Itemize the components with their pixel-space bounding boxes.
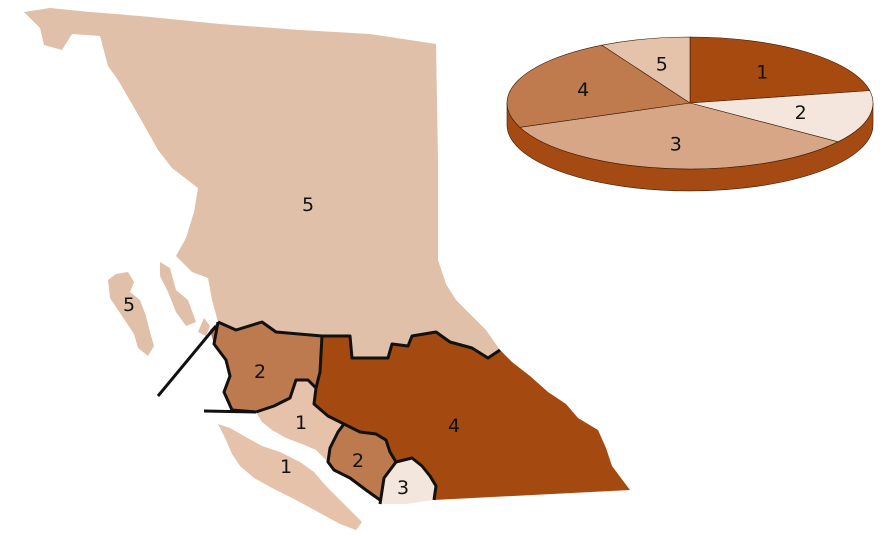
label-zone-5-islands: 5	[123, 294, 135, 316]
zone-1-coast	[256, 380, 344, 462]
pie-slice-2	[689, 90, 874, 143]
label-zone-2-south: 2	[352, 450, 364, 472]
label-zone-3: 3	[397, 477, 409, 499]
pie-slice-1	[689, 36, 871, 104]
zone-4	[314, 332, 630, 500]
border-zone3-zone2	[378, 461, 398, 505]
pie-label-2: 2	[795, 102, 807, 124]
label-zone-4: 4	[448, 415, 460, 437]
zone-1-island	[218, 424, 362, 530]
leader-line-upper	[156, 325, 218, 397]
pie-label-4: 4	[577, 79, 589, 101]
pie-slice-4	[506, 44, 691, 128]
zone-5-islands	[108, 272, 154, 356]
pie-label-1: 1	[756, 62, 768, 84]
pie-slice-3	[519, 102, 839, 170]
border-south-zone2	[326, 423, 381, 502]
zone-5-islet-2	[198, 318, 210, 336]
label-zone-2-coast: 2	[254, 361, 266, 383]
border-zone2-west	[212, 321, 257, 414]
label-zone-5-north: 5	[302, 194, 314, 216]
zone-3	[380, 458, 436, 504]
pie-label-5: 5	[656, 53, 668, 75]
border-zone2-zone1	[255, 378, 318, 414]
region-map: 5 5 2 1 1 2 3 4	[24, 8, 630, 530]
pie-label-3: 3	[670, 134, 682, 156]
border-zone5-south	[217, 320, 501, 360]
zone-5-islet-1	[160, 262, 196, 326]
zone-2-coast	[210, 322, 322, 412]
pie-chart: 1 2 3 4 5	[506, 36, 874, 192]
zone-2-south	[328, 424, 396, 500]
zone-5-north	[24, 8, 500, 358]
label-zone-1-island: 1	[280, 456, 292, 478]
border-zone2-zone4	[312, 335, 345, 426]
pie-slice-5	[601, 36, 691, 104]
label-zone-1-coast: 1	[295, 412, 307, 434]
leader-line-lower	[203, 409, 257, 414]
